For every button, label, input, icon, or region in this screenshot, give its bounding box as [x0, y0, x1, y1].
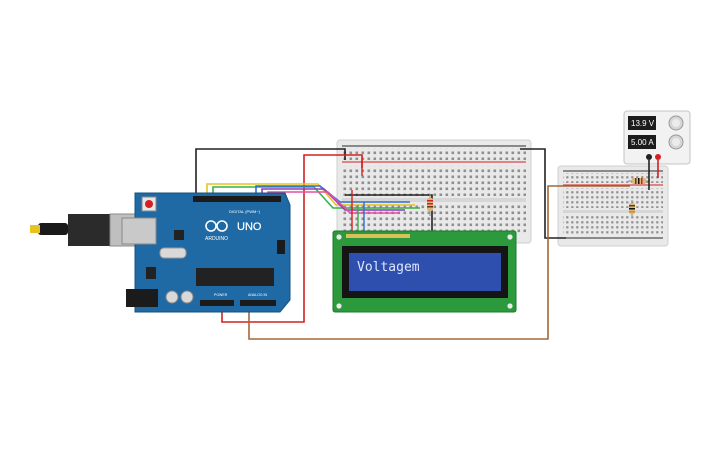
wire-red-5v[interactable]: [221, 154, 363, 323]
capacitor-2: [180, 290, 194, 304]
brand-label: ARDUINO: [205, 236, 228, 242]
wire-black-rail[interactable]: [520, 148, 566, 239]
voltage-readout: 13.9 V: [631, 119, 655, 128]
capacitor-1: [165, 290, 179, 304]
arduino-logo-icon: [205, 220, 228, 232]
usb-port: [121, 217, 157, 245]
terminal-positive[interactable]: [655, 154, 661, 160]
power-label: POWER: [214, 293, 228, 297]
power-jack: [126, 289, 158, 307]
digital-label: DIGITAL (PWM~): [229, 209, 261, 214]
current-readout: 5.00 A: [631, 138, 654, 147]
voltage-display: [628, 116, 656, 130]
wire-purple[interactable]: [261, 188, 405, 211]
lcd-pin-header: [346, 234, 410, 238]
terminal-negative[interactable]: [646, 154, 652, 160]
resistor-r2[interactable]: [629, 200, 635, 216]
current-display: [628, 135, 656, 149]
lcd-screen: [349, 253, 501, 291]
power-supply[interactable]: [623, 110, 691, 165]
wire-yellow[interactable]: [206, 183, 415, 206]
crystal: [159, 247, 187, 259]
atmega-chip: [196, 268, 274, 286]
main-breadboard[interactable]: [336, 139, 532, 244]
arduino-uno[interactable]: UNO ARDUINO DIGITAL (PWM~) POWER ANALOG …: [30, 192, 291, 313]
resistor-lcd-contrast[interactable]: [427, 194, 433, 216]
board-name: UNO: [237, 221, 262, 233]
wire-black-lcd[interactable]: [345, 194, 433, 240]
usb-cable[interactable]: [38, 223, 68, 235]
wire-brown-analog[interactable]: [248, 185, 630, 340]
analog-label: ANALOG IN: [248, 293, 268, 297]
analog-header: [240, 300, 276, 306]
usb-chip: [174, 230, 184, 240]
power-header: [200, 300, 234, 306]
voltage-regulator: [146, 267, 156, 279]
digital-header: [193, 196, 281, 202]
wire-green[interactable]: [212, 186, 420, 209]
lcd-module[interactable]: Voltagem: [332, 230, 517, 313]
resistor-r1[interactable]: [628, 178, 650, 184]
secondary-breadboard[interactable]: [557, 165, 669, 247]
lcd-text: Voltagem: [357, 260, 420, 275]
